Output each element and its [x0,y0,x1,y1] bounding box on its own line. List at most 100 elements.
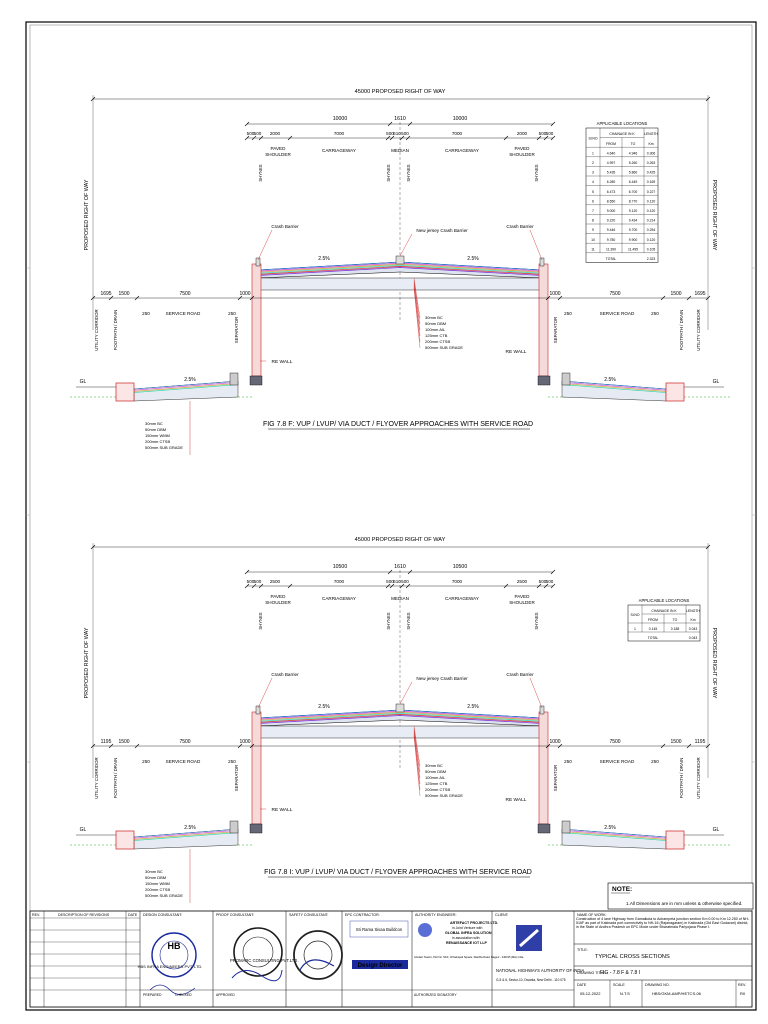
locations-cell: 11.390 [606,247,616,251]
locations-cell: 8.650 [607,199,616,203]
rev-header: REV. [32,913,40,917]
service-dim-value: 7500 [179,739,190,745]
service-slope-left: 2.5% [184,825,196,831]
locations-sub-from: FROM [606,142,616,146]
date-value: 05-12-2022 [580,991,601,996]
service-layer-right [561,380,667,390]
dim-tick [90,743,96,749]
note-box: NOTE: 1.All Dimensions are in mm unless … [607,882,754,910]
prow-right: PROPOSED RIGHT OF WAY [711,628,717,699]
locations-cell: 1 [634,627,636,631]
dim-tick [108,295,114,301]
lane-dim-value: 2500 [517,579,528,584]
half-dim-left: 10000 [333,116,348,122]
locations-sub-km: Km [690,618,695,622]
locations-cell: 8.770 [629,199,638,203]
nj-barrier [395,255,405,265]
leader [399,681,413,705]
locations-cell: 0.227 [647,190,656,194]
small-dim: 250 [651,759,659,764]
lane-dim-value: 500 [254,131,262,136]
epc-contractor-label: EPC CONTRACTOR: [345,913,380,917]
footpath-left: FOOTPATH / DRAIN [113,758,118,799]
re-wall-label-left: RE WALL [272,807,293,813]
dim-tick [543,583,549,589]
dim-tick [536,583,542,589]
service-layer-right [561,829,667,839]
dim-tick [387,121,393,127]
locations-cell: 6.700 [629,190,638,194]
re-wall-left [251,263,262,377]
layer-leader [413,281,421,331]
locations-cell: 0.043 [689,627,698,631]
service-dim-value: 1195 [695,739,706,745]
lane-dim-value: 500 [539,131,547,136]
dim-tick [536,135,542,141]
paved-shoulder-right: PAVED [515,594,531,599]
locations-total-label: TOTAL [606,257,617,261]
lane-dim-value: 2000 [270,131,281,136]
crash-barrier-right [539,257,545,267]
median-label: MEDIAN [391,148,409,153]
main-layer-label: 200mm CTSB [425,787,450,792]
half-dim-left: 10500 [333,564,348,570]
locations-cell: 0.263 [647,161,656,165]
dim-tick [237,295,243,301]
service-layer-left [133,381,239,391]
re-wall-label-right: RE WALL [506,797,527,803]
separator-left: SEPARATOR [234,317,239,343]
edge-marker-label: SHYNES [386,164,391,181]
utility-left: UTILITY CORRIDOR [94,757,99,798]
locations-cell: 0.120 [647,238,656,242]
main-layer-label: 125mm CTB [425,333,448,338]
layer-leader [413,731,421,785]
design-consultant-label: DESIGN CONSULTANT: [143,913,182,917]
service-road-body-left [133,380,239,402]
lane-dim-value: 500 [254,579,262,584]
locations-header-chainage: CHAINAGE IN K [651,609,677,613]
dim-tick [543,135,549,141]
lane-dim-value: 500 [386,131,394,136]
carriageway-left: CARRIAGEWAY [322,596,356,601]
locations-cell: 9.700 [629,228,638,232]
service-layer-label: 500mm SUB GRADE [145,445,183,450]
pavement-layer [257,267,543,276]
nhai-name: NATIONAL HIGHWAYS AUTHORITY OF INDIA [496,968,585,973]
nj-barrier-label: New jersey Crash Barrier [416,676,468,681]
service-dim-value: 1000 [239,739,250,745]
dim-tick [385,583,391,589]
dim-tick [550,569,556,575]
layer-leader [413,725,421,767]
approved-label: APPROVED [216,993,235,997]
drawing-title-label: DRAWING TITLE: [577,971,606,975]
service-road-left: SERVICE ROAD [166,759,201,764]
gl-right: GL [713,379,720,385]
locations-cell: 9.434 [629,219,638,223]
paved-shoulder-left: PAVED [271,146,287,151]
dim-tick [660,295,666,301]
locations-header-length: LENGTH [644,132,658,136]
proof-firm: PROMARC CONSULTING PVT.LTD. [230,958,298,963]
service-dim-value: 1500 [670,739,681,745]
dim-tick [550,583,556,589]
service-dim-value: 1500 [670,291,681,297]
utility-left: UTILITY CORRIDOR [94,309,99,350]
locations-header-length: LENGTH [686,609,700,613]
figure-caption: FIG 7.8 I: VUP / LVUP/ VIA DUCT / FLYOVE… [264,869,532,876]
slope-left: 2.5% [318,704,330,710]
scale-label: SCALE [613,983,625,987]
main-layer-label: 100mm AIL [425,327,446,332]
scale-value: N.T.S [620,991,630,996]
service-layer-left [133,832,239,841]
dim-tick [399,135,405,141]
locations-cell: 6.449 [629,180,638,184]
footing-right [537,823,551,834]
crash-barrier-label-left: Crash Barrier [271,672,299,677]
dim-tick [407,121,413,127]
locations-cell: 6.280 [607,180,616,184]
locations-title: APPLICABLE LOCATIONS [597,121,648,126]
re-wall-right [538,711,549,825]
locations-cell: 0.145 [649,627,658,631]
locations-cell: 0.425 [647,171,656,175]
main-layer-label: 125mm CTB [425,781,448,786]
